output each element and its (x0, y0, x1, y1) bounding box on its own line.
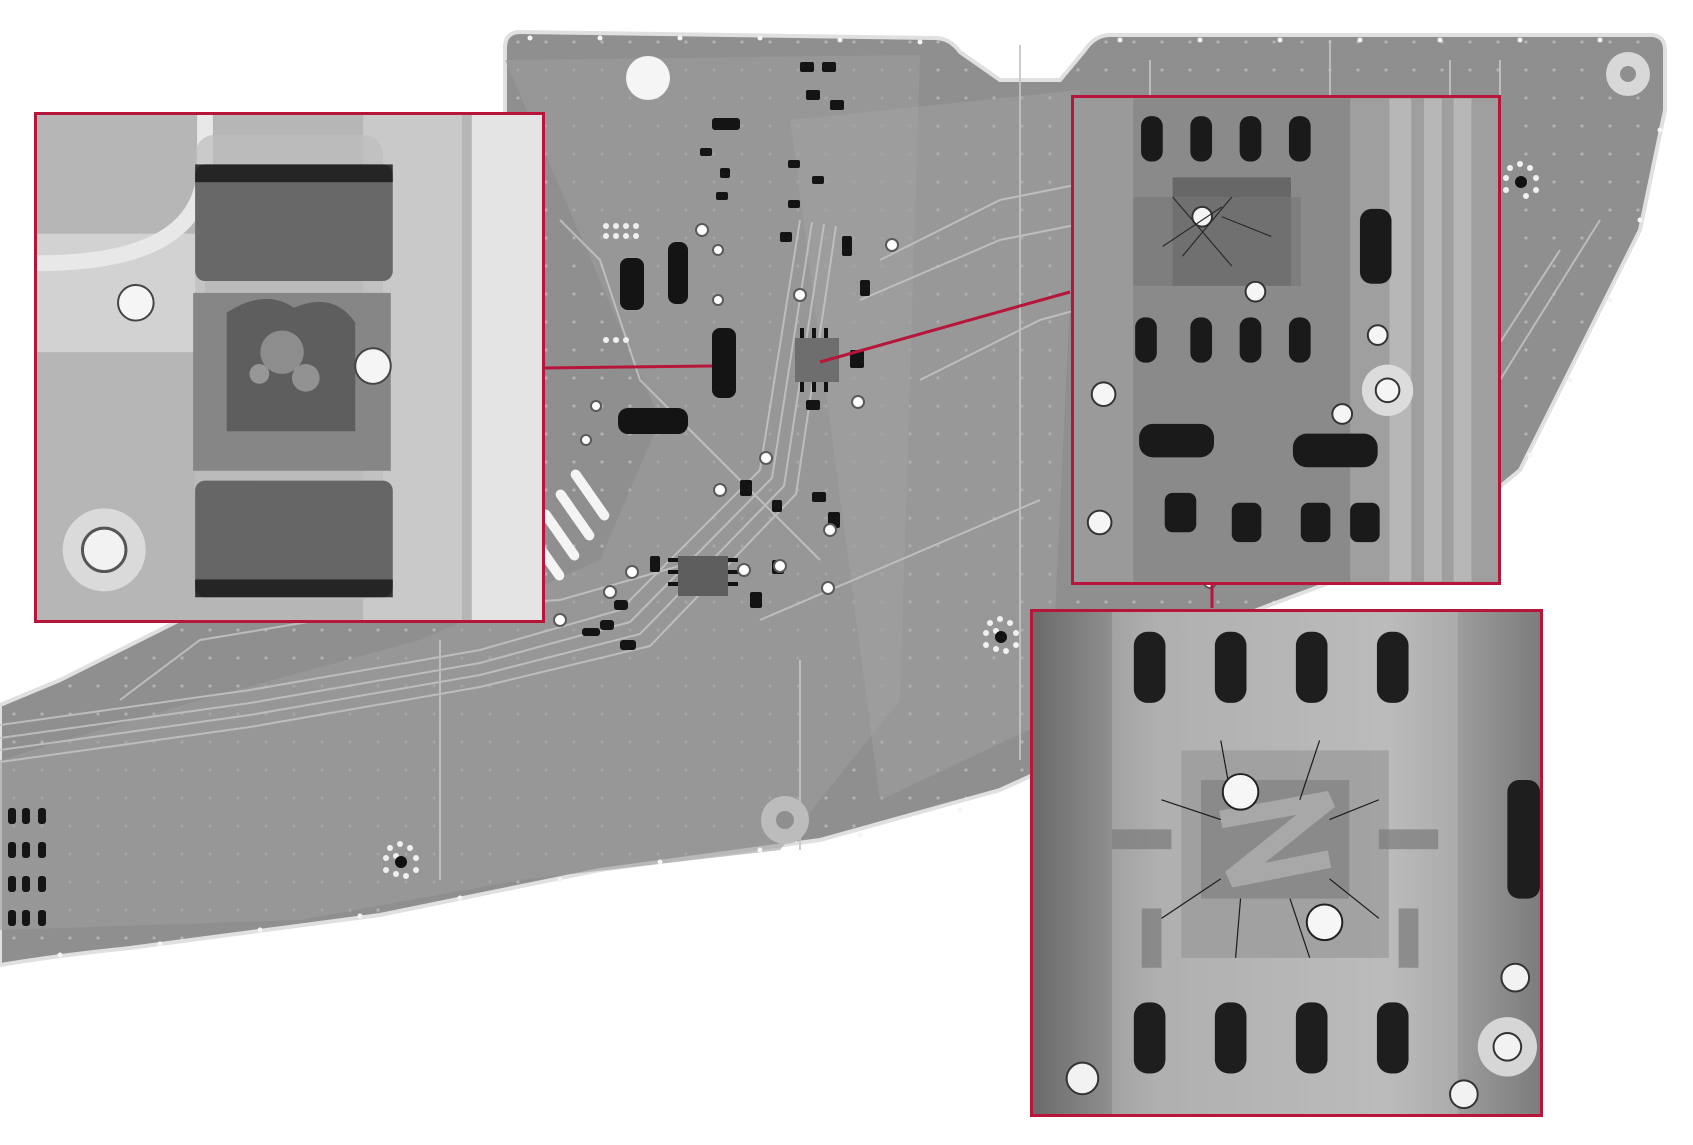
ic-pins-detail-image (1074, 98, 1498, 582)
slot-cutouts (525, 469, 610, 581)
inset-ic-die-detail (1030, 609, 1543, 1117)
capacitor-detail-image (37, 115, 542, 620)
vias (553, 223, 1217, 627)
ic-packages (668, 328, 839, 596)
edge-dots (57, 35, 1663, 958)
edge-connector-pads (8, 808, 46, 926)
via-clusters (383, 161, 1539, 879)
ic-die-detail-image (1033, 612, 1540, 1114)
mounting-holes (626, 52, 1650, 844)
inset-capacitor-detail (34, 112, 545, 623)
smd-components (582, 62, 870, 650)
inset-ic-pins-detail (1071, 95, 1501, 585)
